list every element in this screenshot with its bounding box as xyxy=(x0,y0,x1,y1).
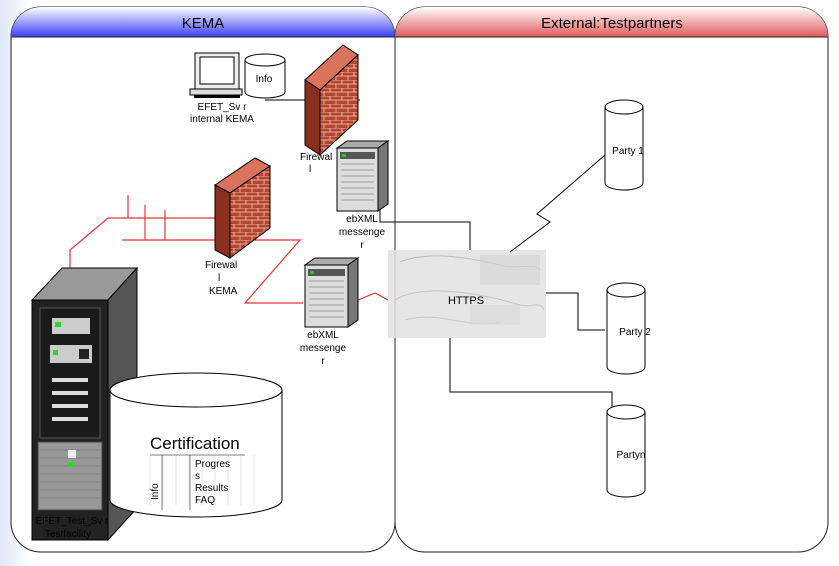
firewall-kema-label-3: KEMA xyxy=(209,286,238,297)
test-svr-sublabel: Testfacility xyxy=(45,529,91,540)
ebxml-top-label-3: r xyxy=(360,240,364,251)
ebxml-messenger-mid-icon xyxy=(303,257,360,328)
ebxml-to-https xyxy=(357,292,389,301)
efet-svr-label: EFET_Sv r xyxy=(198,102,248,113)
firewall-kema-label: Firewal xyxy=(205,260,237,271)
ebxml-mid-label-3: r xyxy=(321,356,325,367)
certification-item-faq: FAQ xyxy=(195,495,215,506)
external-panel-title: External:Testpartners xyxy=(541,15,683,32)
firewall-top-label: Firewal xyxy=(300,152,332,163)
party1-label: Party 1 xyxy=(612,146,644,157)
party1-database-icon xyxy=(604,99,644,191)
ebxml-top-to-https xyxy=(379,210,471,250)
partyn-database-icon xyxy=(606,404,646,498)
firewall-kema-label-2: l xyxy=(218,273,220,284)
https-to-party1 xyxy=(509,154,606,253)
certification-item-results: Results xyxy=(195,483,228,494)
lan-segment-left xyxy=(69,217,109,251)
test-svr-label: EFET_Test_Sv r xyxy=(36,516,109,527)
partyn-label: Partyn xyxy=(617,450,646,461)
network-lines xyxy=(69,195,389,304)
certification-item-progress: Progres xyxy=(195,459,230,470)
ebxml-messenger-top-icon xyxy=(335,140,390,212)
certification-item-progress-2: s xyxy=(195,471,200,482)
https-cloud xyxy=(388,250,546,338)
certification-title: Certification xyxy=(150,434,240,453)
info-database-label: Info xyxy=(256,74,273,85)
efet-svr-sublabel: internal KEMA xyxy=(190,114,254,125)
https-label: HTTPS xyxy=(448,295,484,307)
https-to-party2 xyxy=(546,292,605,331)
certification-database-icon xyxy=(109,372,283,518)
ebxml-mid-label-2: messenge xyxy=(300,343,347,354)
ebxml-top-label: ebXML xyxy=(346,214,378,225)
firewall-kema-icon xyxy=(214,157,271,259)
kema-panel-title: KEMA xyxy=(182,15,225,32)
ebxml-top-label-2: messenge xyxy=(339,227,386,238)
firewall-top-icon xyxy=(304,44,359,157)
party2-label: Party 2 xyxy=(619,327,651,338)
party2-database-icon xyxy=(606,282,646,375)
firewall-top-label-2: l xyxy=(309,164,311,175)
info-database-icon: Info xyxy=(244,53,286,99)
https-to-partyn xyxy=(449,338,613,412)
lan-to-ebxml xyxy=(122,239,303,304)
ebxml-mid-label: ebXML xyxy=(307,330,339,341)
certification-info-label: Info xyxy=(150,483,161,500)
efet-svr-workstation: EFET_Sv r internal KEMA xyxy=(189,52,254,125)
